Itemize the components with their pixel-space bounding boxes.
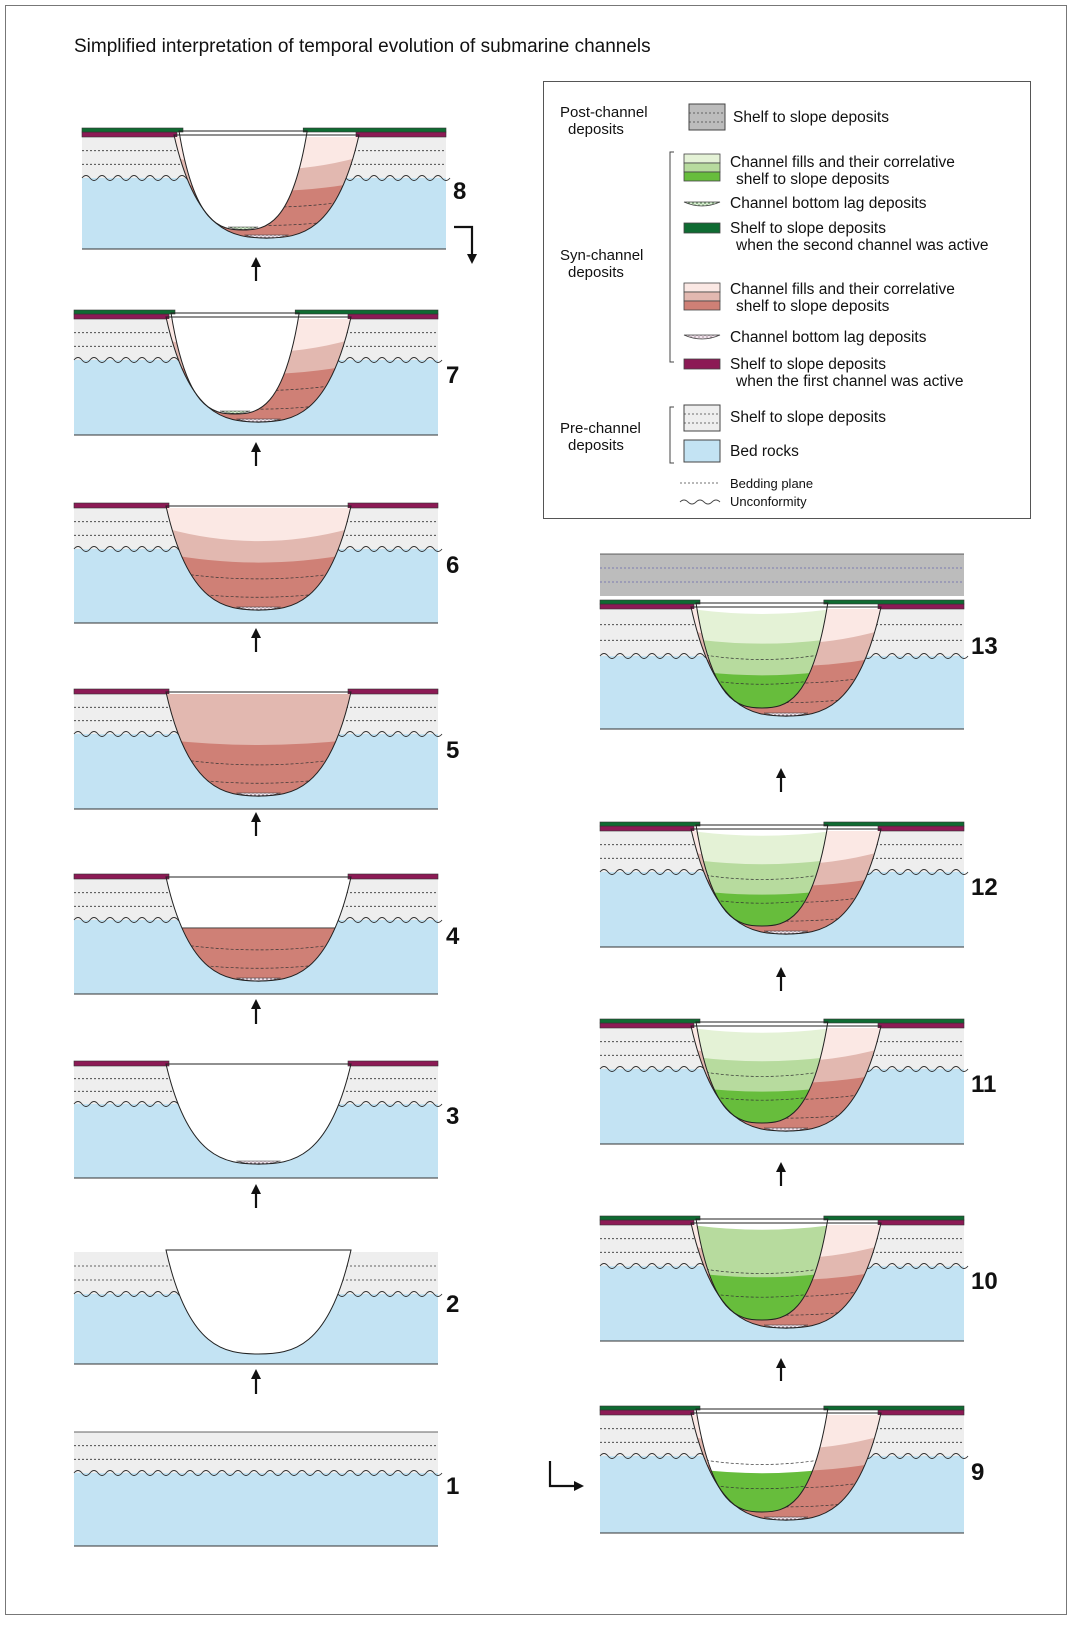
up-arrow-left-5 — [251, 628, 261, 652]
legend: Post-channel deposits Syn-channel deposi… — [543, 81, 1031, 519]
panel-4 — [73, 873, 443, 995]
legend-unconformity: Unconformity — [730, 494, 807, 509]
up-arrow-left-3 — [251, 999, 261, 1024]
up-arrow-left-7 — [251, 257, 261, 281]
legend-group-post-line2: deposits — [568, 121, 624, 138]
channel-evolution-diagram — [73, 127, 969, 1547]
panel-9 — [599, 1405, 969, 1534]
legend-green-fills-line1: Channel fills and their correlative — [730, 154, 955, 171]
panel-1 — [73, 1431, 443, 1547]
panel-number-11: 11 — [971, 1071, 997, 1098]
legend-bedrock: Bed rocks — [730, 443, 799, 460]
panel-11 — [599, 1018, 969, 1145]
legend-red-shelf-line1: Shelf to slope deposits — [730, 356, 886, 373]
legend-group-syn: Syn-channel deposits — [560, 247, 643, 281]
legend-green-fills: Channel fills and their correlative shel… — [730, 154, 955, 188]
panel-number-7: 7 — [446, 362, 460, 389]
legend-swatches — [669, 103, 726, 505]
figure-frame: Simplified interpretation of temporal ev… — [5, 5, 1067, 1615]
up-arrow-right-4 — [776, 768, 786, 792]
legend-red-fills-line1: Channel fills and their correlative — [730, 281, 955, 298]
panel-number-5: 5 — [446, 737, 460, 764]
legend-bedding: Bedding plane — [730, 476, 814, 491]
panel-3 — [73, 1060, 443, 1179]
up-arrow-left-2 — [251, 1184, 261, 1208]
legend-green-fills-line2: shelf to slope deposits — [736, 171, 890, 188]
legend-group-pre: Pre-channel deposits — [560, 420, 641, 454]
legend-red-fills-line2: shelf to slope deposits — [736, 298, 890, 315]
panel-number-12: 12 — [971, 874, 998, 901]
up-arrow-left-1 — [251, 1369, 261, 1394]
panel-13 — [599, 553, 969, 730]
turn-arrow-right — [548, 1461, 584, 1491]
legend-green-shelf-line1: Shelf to slope deposits — [730, 220, 886, 237]
turn-arrow-down — [454, 225, 477, 264]
panel-5 — [73, 688, 443, 810]
panel-number-10: 10 — [971, 1268, 998, 1295]
legend-group-post-line1: Post-channel — [560, 104, 648, 121]
panel-6 — [73, 502, 443, 624]
panel-2 — [73, 1249, 443, 1365]
legend-green-shelf: Shelf to slope deposits when the second … — [730, 220, 988, 254]
up-arrow-right-2 — [776, 1162, 786, 1186]
panel-number-8: 8 — [453, 178, 467, 205]
legend-pre-shelf: Shelf to slope deposits — [730, 409, 886, 426]
panel-number-9: 9 — [971, 1459, 985, 1486]
panel-8 — [81, 127, 451, 250]
panel-number-6: 6 — [446, 552, 460, 579]
legend-green-lag: Channel bottom lag deposits — [730, 195, 927, 212]
legend-group-syn-line2: deposits — [568, 264, 624, 281]
legend-group-pre-line1: Pre-channel — [560, 420, 641, 437]
up-arrow-right-1 — [776, 1358, 786, 1381]
up-arrow-right-3 — [776, 967, 786, 991]
panel-10 — [599, 1215, 969, 1342]
up-arrow-left-4 — [251, 812, 261, 836]
up-arrow-left-6 — [251, 442, 261, 466]
panel-7 — [73, 309, 443, 436]
panel-number-2: 2 — [446, 1291, 460, 1318]
legend-group-post: Post-channel deposits — [560, 104, 648, 138]
legend-red-shelf-line2: when the first channel was active — [736, 373, 964, 390]
legend-green-shelf-line2: when the second channel was active — [736, 237, 989, 254]
panel-12 — [599, 821, 969, 948]
legend-group-syn-line1: Syn-channel — [560, 247, 644, 264]
panel-number-1: 1 — [446, 1473, 460, 1500]
legend-red-shelf: Shelf to slope deposits when the first c… — [730, 356, 963, 390]
figure-title: Simplified interpretation of temporal ev… — [74, 36, 651, 57]
legend-red-lag: Channel bottom lag deposits — [730, 329, 927, 346]
panel-number-13: 13 — [971, 633, 998, 660]
legend-post-shelf: Shelf to slope deposits — [733, 109, 889, 126]
panel-number-3: 3 — [446, 1103, 460, 1130]
legend-red-fills: Channel fills and their correlative shel… — [730, 281, 955, 315]
panel-number-4: 4 — [446, 923, 460, 950]
legend-group-pre-line2: deposits — [568, 437, 624, 454]
